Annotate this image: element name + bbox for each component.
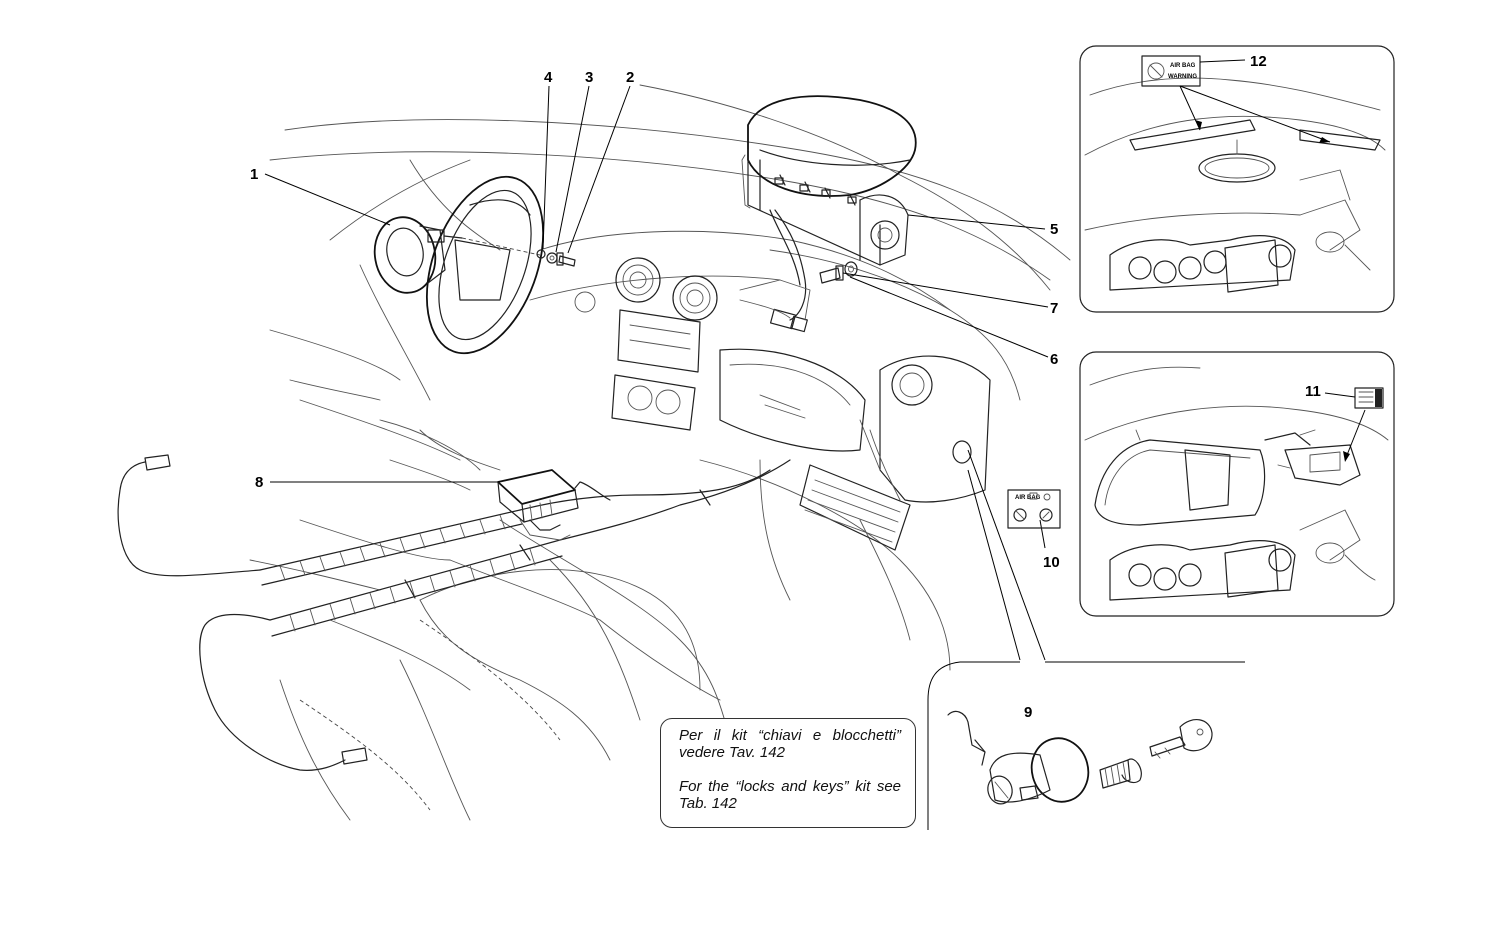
driver-airbag-part — [373, 216, 541, 294]
callout-9: 9 — [1024, 704, 1032, 721]
airbag-warning-text-2: WARNING — [1168, 74, 1197, 80]
airbag-switch-label-text: AIR BAG — [1015, 495, 1041, 501]
floor-grille — [799, 464, 911, 551]
locks-and-keys-note: Per il kit “chiavi e blocchetti” vedere … — [660, 718, 916, 828]
airbag-switch-label-part: AIR BAG — [1007, 489, 1061, 529]
callout-8: 8 — [255, 474, 263, 491]
inset-sun-visor-panel — [1079, 351, 1395, 617]
seats — [379, 419, 701, 691]
note-english: For the “locks and keys” kit see Tab. 14… — [679, 778, 901, 812]
steering-wheel — [425, 175, 545, 355]
callout-12: 12 — [1250, 53, 1267, 70]
center-console — [574, 257, 718, 431]
callout-numbers: 1 2 3 4 5 6 7 8 9 10 11 12 — [250, 53, 1321, 721]
leader-lines — [264, 85, 1049, 549]
key-switch-part — [947, 710, 1213, 805]
note-italian: Per il kit “chiavi e blocchetti” vedere … — [679, 727, 901, 761]
callout-5: 5 — [1050, 221, 1058, 238]
callout-6: 6 — [1050, 351, 1058, 368]
callout-1: 1 — [250, 166, 258, 183]
callout-3: 3 — [585, 69, 593, 86]
passenger-dash — [719, 348, 991, 503]
interior-outline — [249, 84, 1071, 821]
screw-washer-set — [536, 249, 576, 267]
airbag-control-unit-part — [497, 469, 611, 541]
callout-7: 7 — [1050, 300, 1058, 317]
airbag-warning-text-1: AIR BAG — [1170, 63, 1196, 69]
inset-warning-label-panel: AIR BAG WARNING — [1079, 45, 1395, 313]
lock-inset-pointer — [927, 449, 1245, 830]
callout-2: 2 — [626, 69, 634, 86]
passenger-airbag-part — [741, 95, 917, 266]
airbag-fixing-screw — [819, 261, 858, 284]
airbag-connector-cable — [739, 209, 811, 333]
callout-10: 10 — [1043, 554, 1060, 571]
callout-11: 11 — [1305, 383, 1321, 400]
wiring-harness — [117, 454, 791, 771]
callout-4: 4 — [544, 69, 553, 86]
